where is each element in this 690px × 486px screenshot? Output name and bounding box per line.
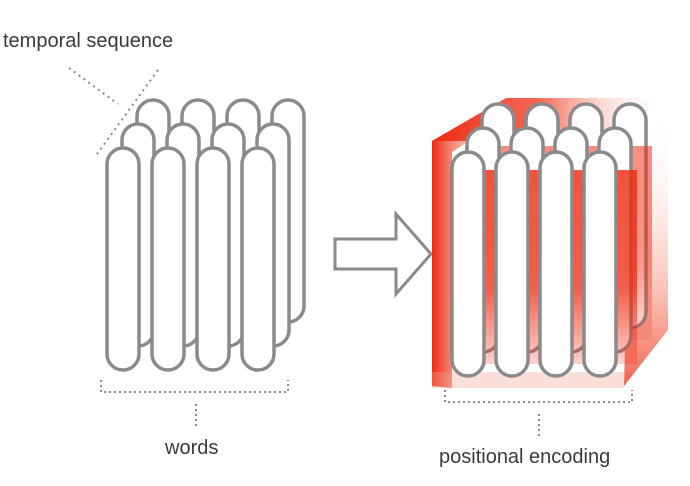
encoded-tube [538,150,574,378]
word-tube [195,146,231,372]
encoded-tube [582,150,618,378]
words-bracket [100,380,289,426]
word-tube [105,146,141,372]
positional-encoding-bracket [444,390,633,436]
encoding-bottom-face [432,372,624,388]
encoded-tube-grid [450,102,652,378]
word-tube [240,146,276,372]
temporal-sequence-label: temporal sequence [3,30,174,52]
words-label: words [165,437,219,459]
word-tube-grid [105,98,306,372]
positional-encoding-label: positional encoding [439,446,611,468]
encoded-tube [450,150,486,378]
word-tube [150,146,186,372]
positional-encoding-volume [432,98,668,388]
arrow-right-icon [333,210,433,298]
encoded-tube [494,150,530,378]
temporal-sequence-leader [68,67,159,155]
